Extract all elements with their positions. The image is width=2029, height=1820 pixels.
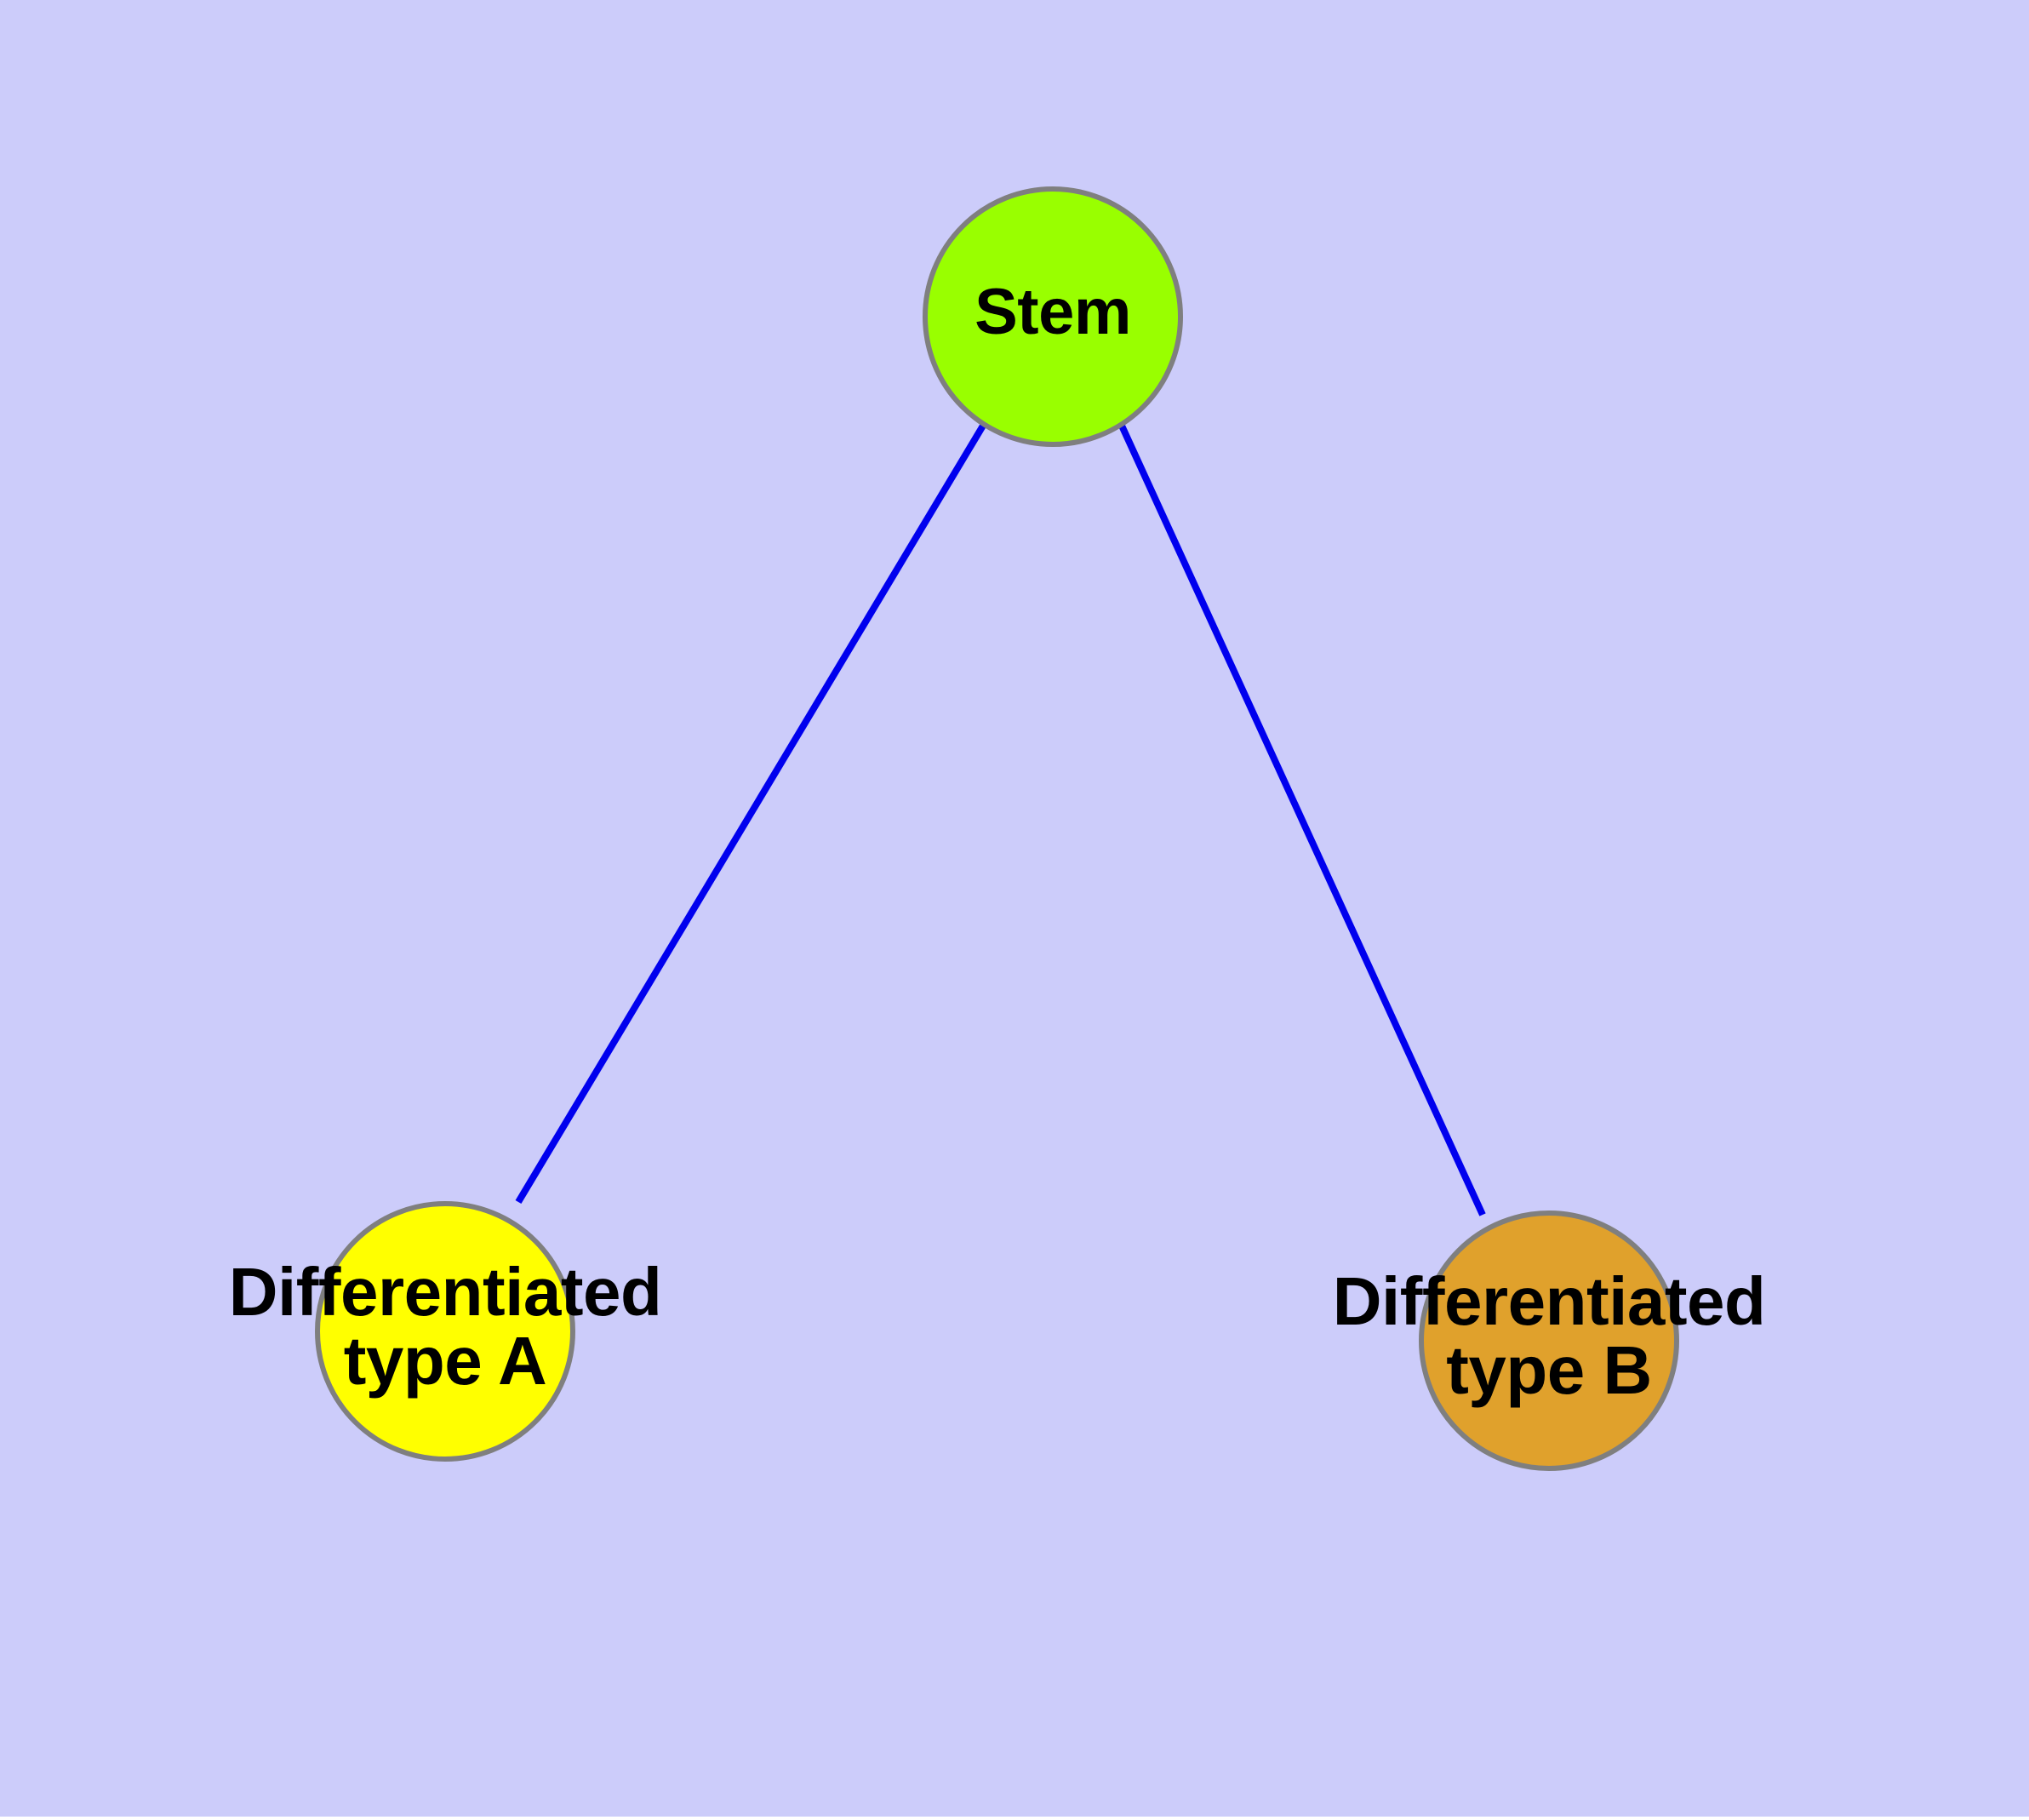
graph-edge-stem-to-diff-b	[1118, 424, 1486, 1216]
graph-node-diff-b[interactable]	[1419, 1210, 1679, 1471]
edges-group	[515, 423, 1486, 1216]
graph-node-diff-a[interactable]	[315, 1201, 575, 1462]
graph-edge-stem-to-diff-a	[515, 423, 986, 1205]
graph-node-stem[interactable]	[923, 186, 1183, 447]
